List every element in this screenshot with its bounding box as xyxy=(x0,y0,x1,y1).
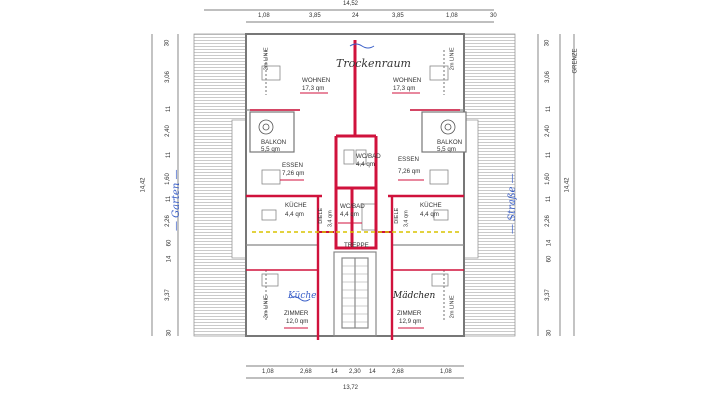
dim-bottom-0: 1,08 xyxy=(262,369,274,375)
dim-bottom-total: 13,72 xyxy=(343,385,359,391)
dim-bottom-4: 14 xyxy=(369,369,376,375)
label-underlines xyxy=(280,92,424,329)
dim-left-10: 3,37 xyxy=(164,289,171,301)
dim-left-total: 14,42 xyxy=(140,177,147,193)
blue-hand-marks xyxy=(289,43,375,302)
dim-bottom-1: 2,68 xyxy=(300,369,312,375)
room-zimmer-right-area: 12,9 qm xyxy=(399,318,422,325)
room-wohnen-right-name: WOHNEN xyxy=(393,77,422,84)
room-diele-left-area: 3,4 qm xyxy=(327,210,334,228)
dim-right-10: 3,37 xyxy=(544,289,551,301)
dim-right-7: 2,26 xyxy=(544,215,551,227)
room-kueche-left-area: 4,4 qm xyxy=(285,211,304,218)
room-balkon-right-name: BALKON xyxy=(437,139,463,146)
dimension-lines xyxy=(151,9,575,379)
line-tag-top-left: 2m LINIE xyxy=(263,47,270,71)
dim-left-1: 3,06 xyxy=(164,71,171,83)
room-wohnen-left-name: WOHNEN xyxy=(302,77,331,84)
dim-top-5: 30 xyxy=(490,13,497,19)
room-balkon-left-area: 5,5 qm xyxy=(261,146,280,153)
line-tag-bottom-left: 2m LINIE xyxy=(263,295,270,319)
handwriting-strasse: — Straße — xyxy=(507,173,518,234)
balcony-left xyxy=(249,111,295,153)
dim-left-4: 11 xyxy=(166,151,173,159)
dim-left-7: 2,26 xyxy=(164,215,171,227)
dim-left-8: 60 xyxy=(166,239,173,247)
dim-right-6: 11 xyxy=(546,195,553,203)
dim-left-0: 30 xyxy=(164,39,171,47)
dim-right-4: 11 xyxy=(546,151,553,159)
balcony-right xyxy=(421,111,467,153)
handwriting-garten: — Garten — xyxy=(171,169,182,231)
fixtures xyxy=(261,65,449,287)
dim-bottom-3: 2,30 xyxy=(349,369,361,375)
handwriting-trockenraum: Trockenraum xyxy=(336,57,411,70)
dim-top-4: 1,08 xyxy=(446,13,458,19)
room-balkon-left-name: BALKON xyxy=(261,139,287,146)
room-essen-left-area: 7,26 qm xyxy=(282,170,305,177)
dim-right-9: 60 xyxy=(546,255,553,263)
dim-top-3: 3,85 xyxy=(392,13,404,19)
grenze-label: GRENZE xyxy=(572,48,579,74)
dim-right-1: 3,06 xyxy=(544,71,551,83)
line-tag-bottom-right: 2m LINIE xyxy=(449,295,456,319)
room-zimmer-left-area: 12,0 qm xyxy=(286,318,309,325)
staircase-treads xyxy=(342,265,368,323)
dim-left-3: 2,40 xyxy=(164,125,171,137)
room-diele-right-area: 3,4 qm xyxy=(403,210,410,228)
dim-top-2: 24 xyxy=(352,13,359,19)
room-zimmer-left-name: ZIMMER xyxy=(284,310,309,317)
handwriting-maedchen: Mädchen xyxy=(393,291,436,301)
red-wall-markers xyxy=(246,40,464,340)
room-zimmer-right-name: ZIMMER xyxy=(397,310,422,317)
dim-right-2: 11 xyxy=(546,105,553,113)
room-wcbad-top-name: WC/BAD xyxy=(356,153,381,160)
room-diele-left-name: DIELE xyxy=(318,207,325,224)
dim-left-2: 11 xyxy=(166,105,173,113)
room-essen-right-name: ESSEN xyxy=(398,156,419,163)
dim-bottom-5: 2,68 xyxy=(392,369,404,375)
handwriting-kueche-note: Küche xyxy=(288,291,317,301)
dim-right-8: 14 xyxy=(546,239,553,247)
room-treppe: TREPPE xyxy=(344,242,369,249)
dim-top-0: 1,08 xyxy=(258,13,270,19)
room-kueche-right-area: 4,4 qm xyxy=(420,211,439,218)
dim-right-total: 14,42 xyxy=(564,177,571,193)
room-essen-left-name: ESSEN xyxy=(282,162,303,169)
balcony-plant-symbols xyxy=(258,119,456,135)
room-wohnen-left-area: 17,3 qm xyxy=(302,85,325,92)
room-wcbad-mid-area: 4,4 qm xyxy=(340,211,359,218)
dim-top-1: 3,85 xyxy=(309,13,321,19)
room-diele-right-name: DIELE xyxy=(394,207,401,224)
room-wohnen-right-area: 17,3 qm xyxy=(393,85,416,92)
room-kueche-left-name: KÜCHE xyxy=(285,202,307,209)
roof-hatching-left xyxy=(193,33,247,337)
dim-right-11: 30 xyxy=(546,329,553,337)
dim-left-11: 30 xyxy=(166,329,173,337)
dim-top-total: 14,52 xyxy=(343,1,359,7)
room-balkon-right-area: 5,5 qm xyxy=(437,146,456,153)
room-kueche-right-name: KÜCHE xyxy=(420,202,442,209)
dim-left-5: 1,60 xyxy=(164,173,171,185)
dim-left-9: 14 xyxy=(166,255,173,263)
dim-right-3: 2,40 xyxy=(544,125,551,137)
room-wcbad-top-area: 4,4 qm xyxy=(356,161,375,168)
dim-right-5: 1,60 xyxy=(544,173,551,185)
room-wcbad-mid-name: WC/BAD xyxy=(340,203,365,210)
line-tag-top-right: 2m LINIE xyxy=(449,47,456,71)
dim-right-0: 30 xyxy=(544,39,551,47)
dim-bottom-2: 14 xyxy=(331,369,338,375)
dim-bottom-6: 1,08 xyxy=(440,369,452,375)
room-essen-right-area: 7,26 qm xyxy=(398,168,421,175)
